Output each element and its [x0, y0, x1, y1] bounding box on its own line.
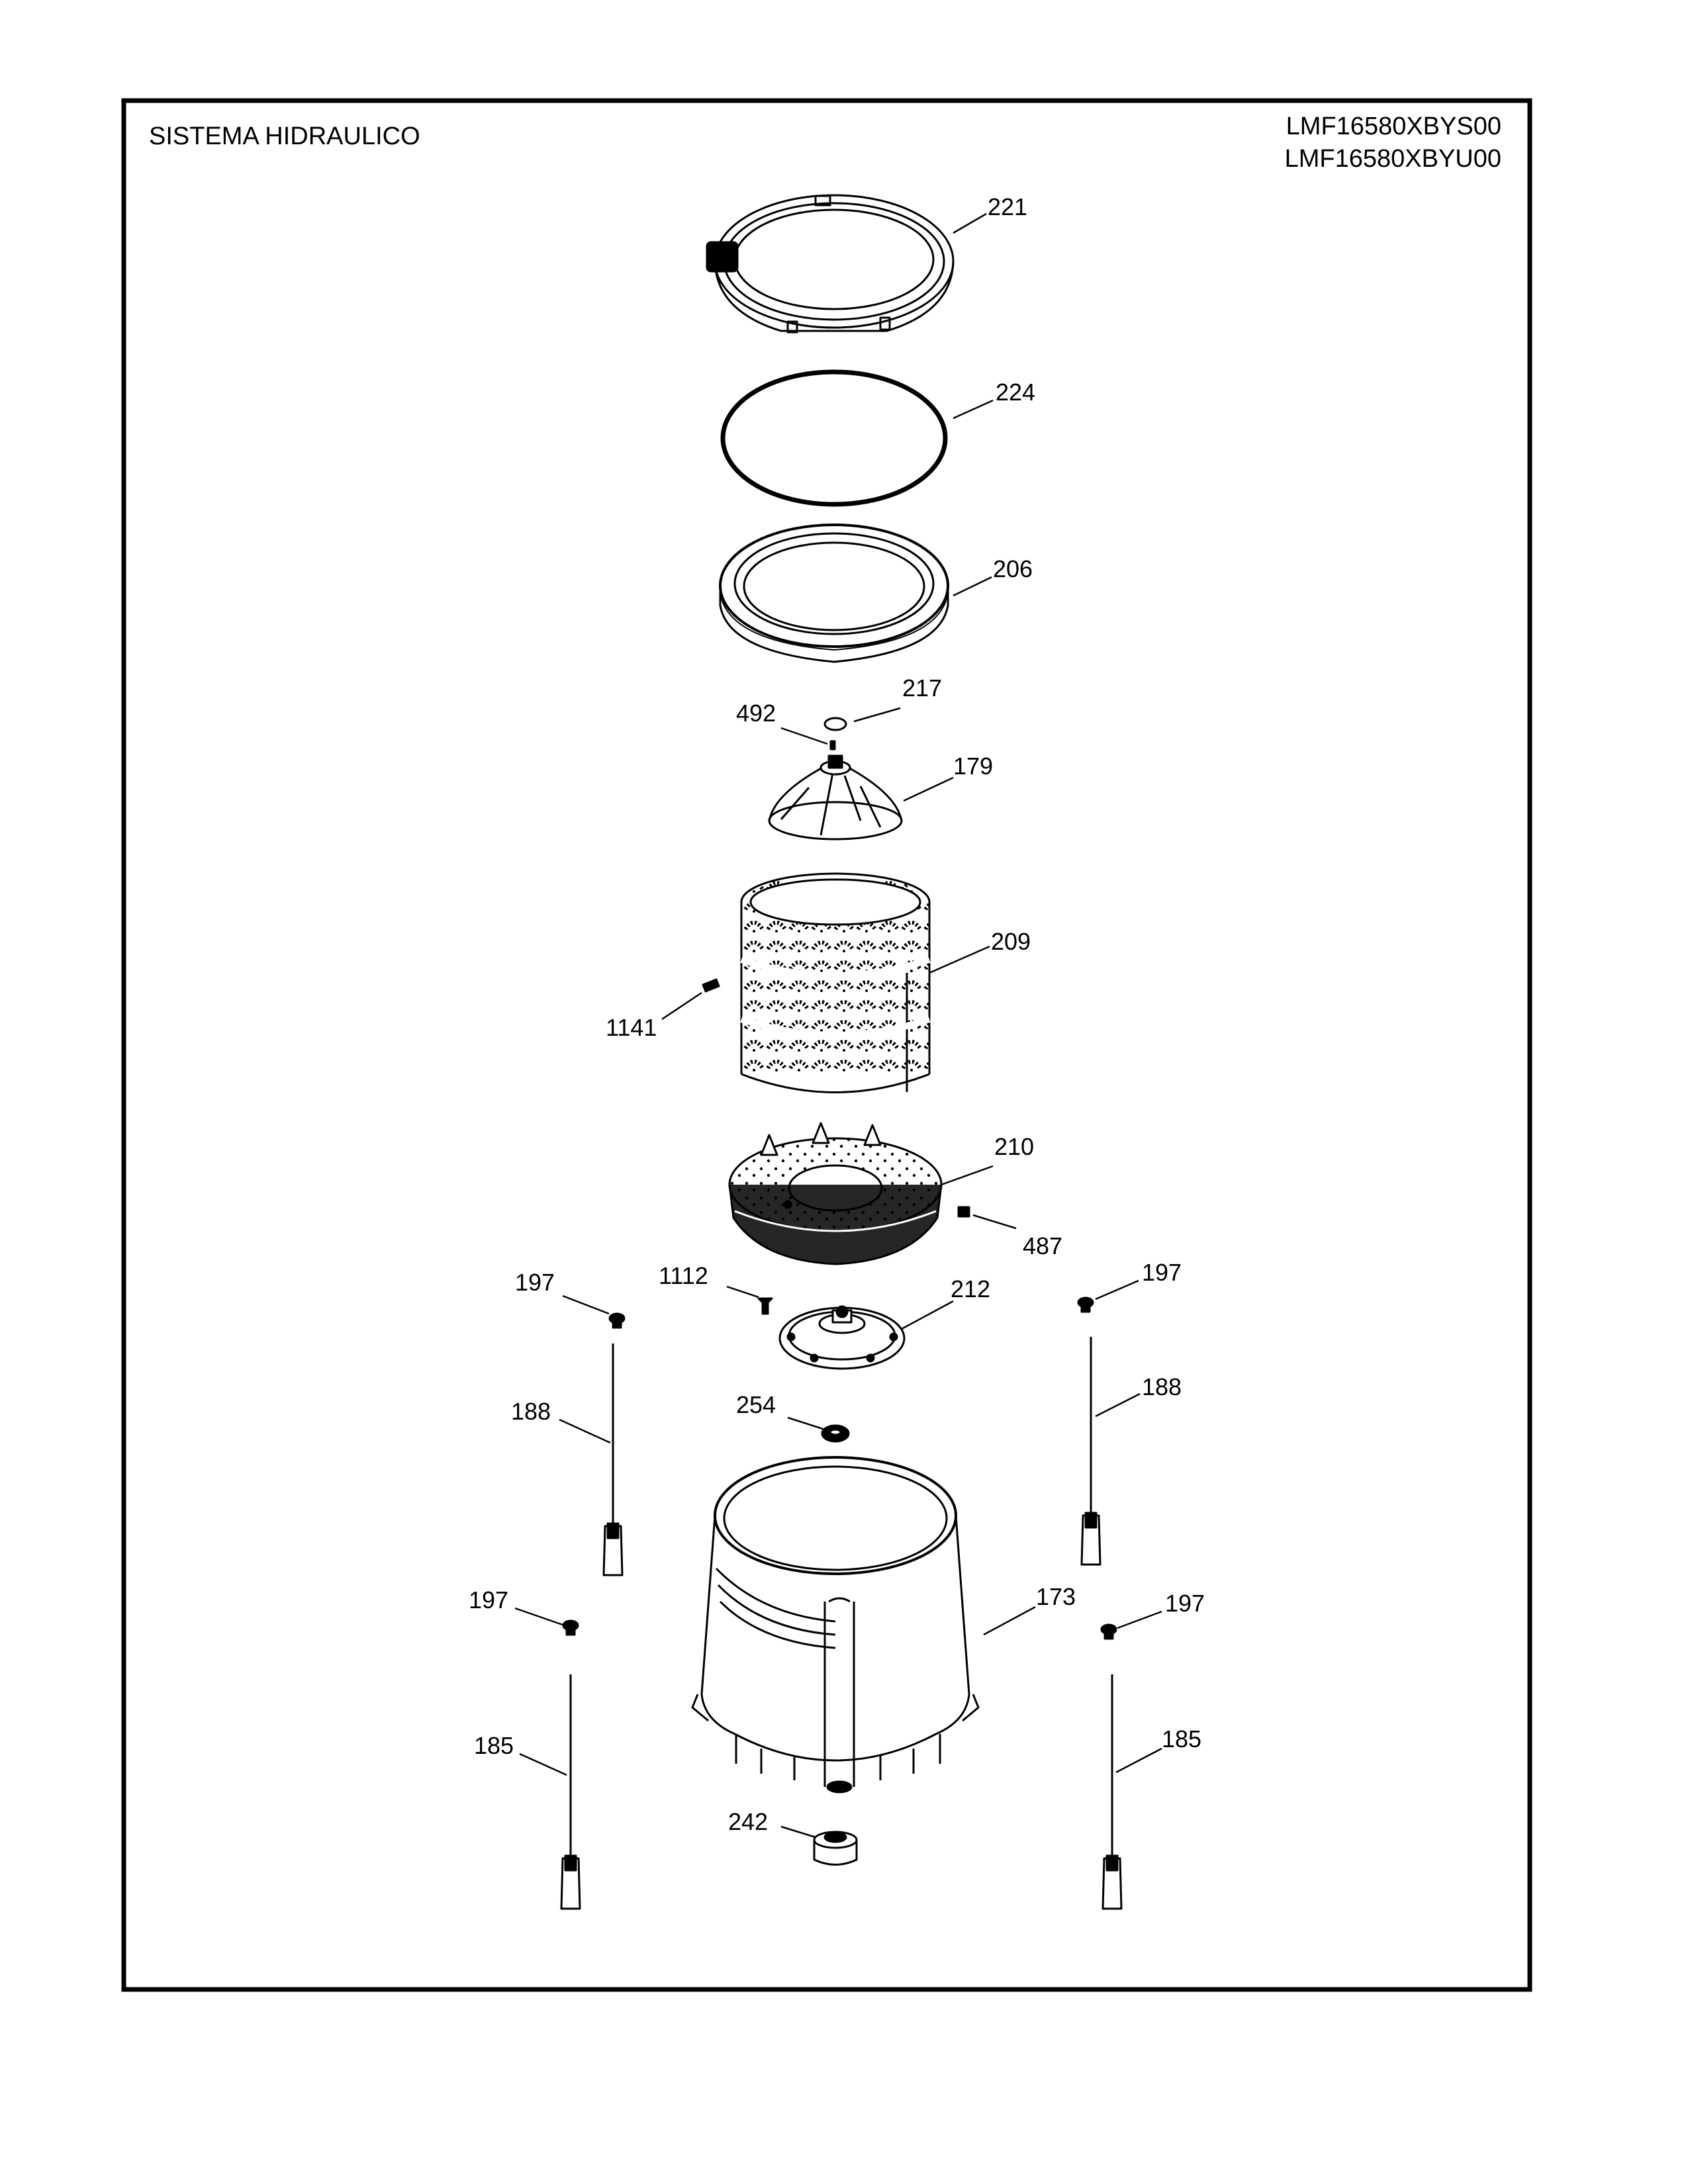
part-label-209: 209	[991, 928, 1031, 955]
part-label-206: 206	[993, 555, 1033, 582]
part-label-217: 217	[902, 674, 942, 702]
part-label-242: 242	[728, 1808, 768, 1835]
model-number-2: LMF16580XBYU00	[1285, 145, 1501, 173]
part-label-210: 210	[994, 1133, 1034, 1160]
part-label-1112: 1112	[659, 1262, 708, 1289]
part-label-492: 492	[736, 700, 776, 727]
screw-part-1112	[757, 1297, 773, 1315]
part-label-197: 197	[515, 1269, 555, 1296]
cap-part-217	[823, 717, 847, 731]
outer-tub-part-173	[691, 1456, 980, 1794]
gasket-part-224	[720, 369, 948, 507]
suspension-rod-part-185	[560, 1674, 1123, 1910]
part-label-197: 197	[1165, 1590, 1205, 1617]
screw-part-1141	[702, 978, 720, 993]
diagram-border	[121, 98, 1532, 1992]
model-number-1: LMF16580XBYS00	[1286, 113, 1501, 140]
wash-basket-part-209	[740, 872, 931, 1093]
part-label-212: 212	[951, 1275, 990, 1302]
part-label-197: 197	[469, 1586, 508, 1614]
suspension-cap-part-197	[562, 1297, 1117, 1640]
part-label-173: 173	[1036, 1583, 1076, 1610]
part-label-188: 188	[511, 1398, 551, 1425]
part-label-179: 179	[953, 752, 993, 780]
part-label-197: 197	[1142, 1259, 1182, 1286]
tub-cover-part-221	[706, 194, 955, 334]
hub-flange-part-212	[778, 1305, 906, 1370]
part-label-188: 188	[1142, 1373, 1182, 1400]
leader-lines	[514, 212, 1162, 1839]
part-label-487: 487	[1023, 1232, 1062, 1259]
diagram-title: SISTEMA HIDRAULICO	[149, 122, 420, 150]
balance-ring-part-206	[719, 523, 949, 663]
part-label-254: 254	[736, 1391, 776, 1418]
cap-part-242	[813, 1831, 858, 1866]
part-label-185: 185	[474, 1732, 514, 1759]
part-label-185: 185	[1162, 1725, 1201, 1752]
suspension-rod-part-188	[602, 1337, 1102, 1576]
basket-base-part-210	[728, 1122, 943, 1265]
screw-part-487	[957, 1206, 970, 1218]
part-label-1141: 1141	[606, 1014, 657, 1041]
screw-part-492	[829, 740, 836, 751]
nut-part-254	[821, 1424, 850, 1443]
part-label-221: 221	[988, 193, 1027, 220]
part-label-224: 224	[996, 379, 1035, 406]
impeller-part-179	[768, 754, 903, 841]
